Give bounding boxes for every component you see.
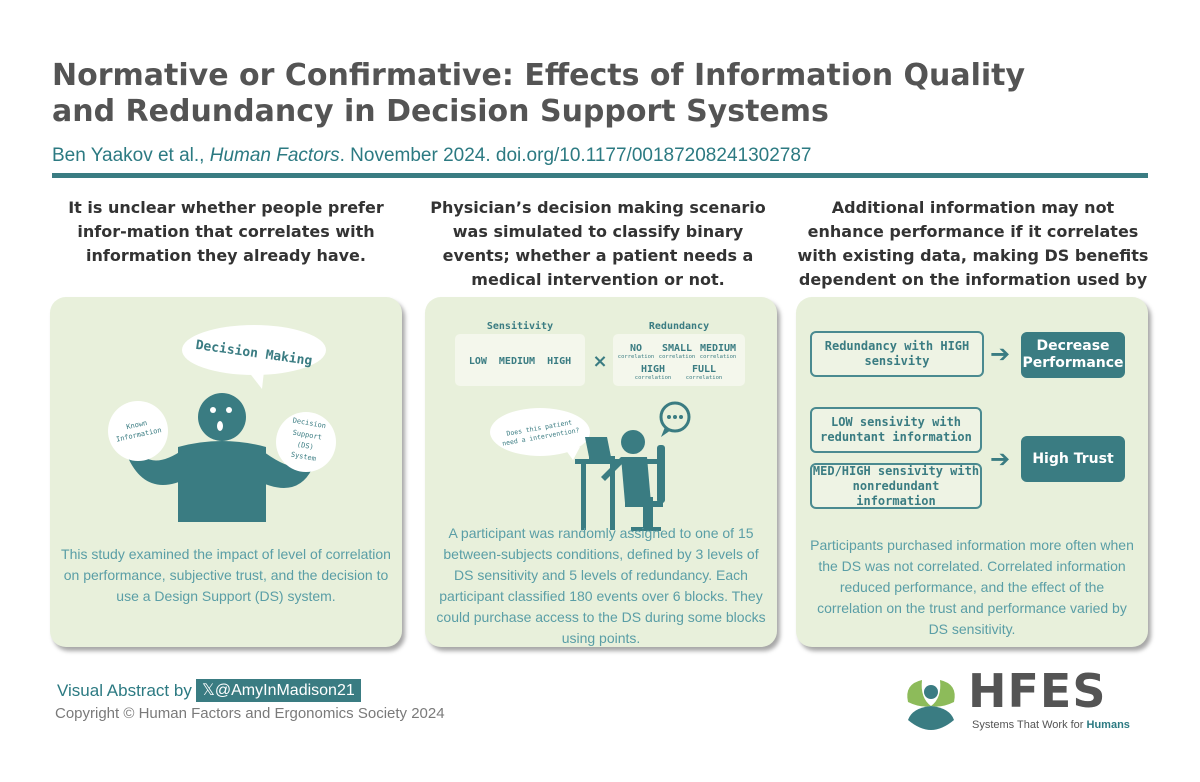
sensitivity-levels: LOW MEDIUM HIGH bbox=[469, 356, 571, 367]
column-1-description: This study examined the impact of level … bbox=[61, 546, 391, 604]
redundancy-high-sub: correlation bbox=[635, 375, 671, 381]
tagline-prefix: Systems That Work for bbox=[972, 719, 1087, 731]
panel-decision-making: Decision Making Known Information Decisi… bbox=[50, 297, 402, 647]
ds-line-3: (DS) bbox=[296, 441, 314, 452]
redundancy-label: Redundancy bbox=[649, 321, 709, 332]
low-sensitivity-box: LOW sensivity with reduntant information bbox=[810, 407, 982, 453]
hfes-tagline: Systems That Work for Humans bbox=[972, 719, 1130, 731]
speech-bubble-tail bbox=[248, 371, 264, 389]
redundancy-no-sub: correlation bbox=[618, 354, 654, 360]
column-2-description: A participant was randomly assigned to o… bbox=[436, 525, 766, 646]
citation: Ben Yaakov et al., Human Factors. Novemb… bbox=[52, 145, 811, 167]
redundancy-full-sub: correlation bbox=[686, 375, 722, 381]
redundancy-full: FULL bbox=[692, 364, 716, 375]
redundancy-high: HIGH bbox=[641, 364, 665, 375]
redundancy-medium: MEDIUM bbox=[700, 343, 736, 354]
column-3-heading: Additional information may not enhance p… bbox=[797, 198, 1149, 313]
title-line-1: Normative or Confirmative: Effects of In… bbox=[52, 58, 1026, 93]
person-eye-left bbox=[210, 407, 216, 413]
patient-question-bubble bbox=[490, 408, 590, 456]
decision-support-ball bbox=[276, 412, 336, 472]
arrow-right-icon-2: ➔ bbox=[990, 445, 1011, 473]
sensitivity-label: Sensitivity bbox=[487, 320, 553, 332]
arrow-right-icon: ➔ bbox=[990, 340, 1011, 368]
hfes-logo-text: HFES bbox=[968, 664, 1107, 718]
copyright: Copyright © Human Factors and Ergonomics… bbox=[55, 705, 445, 722]
column-2-heading: Physician’s decision making scenario was… bbox=[430, 198, 766, 289]
citation-authors: Ben Yaakov et al., bbox=[52, 145, 210, 166]
redundancy-medium-sub: correlation bbox=[700, 354, 736, 360]
person-head bbox=[198, 393, 246, 441]
header-divider bbox=[52, 173, 1148, 178]
speech-bubble bbox=[182, 325, 326, 375]
tagline-bold: Humans bbox=[1086, 719, 1130, 731]
physician-at-desk-icon bbox=[575, 430, 665, 531]
author-handle-link[interactable]: 𝕏@AmyInMadison21 bbox=[196, 679, 361, 702]
citation-journal: Human Factors bbox=[209, 145, 340, 166]
sensitivity-box bbox=[455, 334, 585, 386]
panel-study-design: Sensitivity LOW MEDIUM HIGH × Redundancy… bbox=[425, 297, 777, 647]
med-high-sensitivity-box: MED/HIGH sensivity with nonredundant inf… bbox=[810, 463, 982, 509]
title-line-2: and Redundancy in Decision Support Syste… bbox=[52, 94, 829, 129]
column-3-description: Participants purchased information more … bbox=[810, 537, 1134, 637]
panel-results: Redundancy with HIGH sensivity ➔ Decreas… bbox=[796, 297, 1148, 647]
hfes-logo-icon bbox=[907, 680, 955, 730]
decision-making-illustration: Decision Making Known Information Decisi… bbox=[108, 325, 336, 522]
visual-abstract-label: Visual Abstract by bbox=[57, 681, 192, 700]
column-1-heading: It is unclear whether people prefer info… bbox=[68, 198, 384, 265]
known-information-ball bbox=[108, 401, 168, 461]
person-eye-right bbox=[226, 407, 232, 413]
redundancy-box bbox=[613, 334, 745, 386]
citation-doi[interactable]: . November 2024. doi.org/10.1177/0018720… bbox=[339, 145, 812, 166]
decrease-performance-box: Decrease Performance bbox=[1021, 332, 1125, 378]
redundancy-small-sub: correlation bbox=[659, 354, 695, 360]
redundancy-no: NO bbox=[630, 343, 642, 354]
redundancy-small: SMALL bbox=[662, 343, 692, 354]
person-arm-right bbox=[254, 449, 312, 488]
chat-bubble-icon bbox=[659, 401, 691, 437]
redundancy-high-sensitivity-box: Redundancy with HIGH sensivity bbox=[810, 331, 984, 377]
times-sign: × bbox=[592, 351, 607, 372]
patient-question-tail bbox=[565, 447, 580, 460]
study-design-illustration: Sensitivity LOW MEDIUM HIGH × Redundancy… bbox=[455, 320, 745, 531]
person-mouth bbox=[217, 421, 223, 431]
page-title: Normative or Confirmative: Effects of In… bbox=[52, 58, 1052, 130]
person-torso bbox=[178, 441, 266, 522]
high-trust-box: High Trust bbox=[1021, 436, 1125, 482]
